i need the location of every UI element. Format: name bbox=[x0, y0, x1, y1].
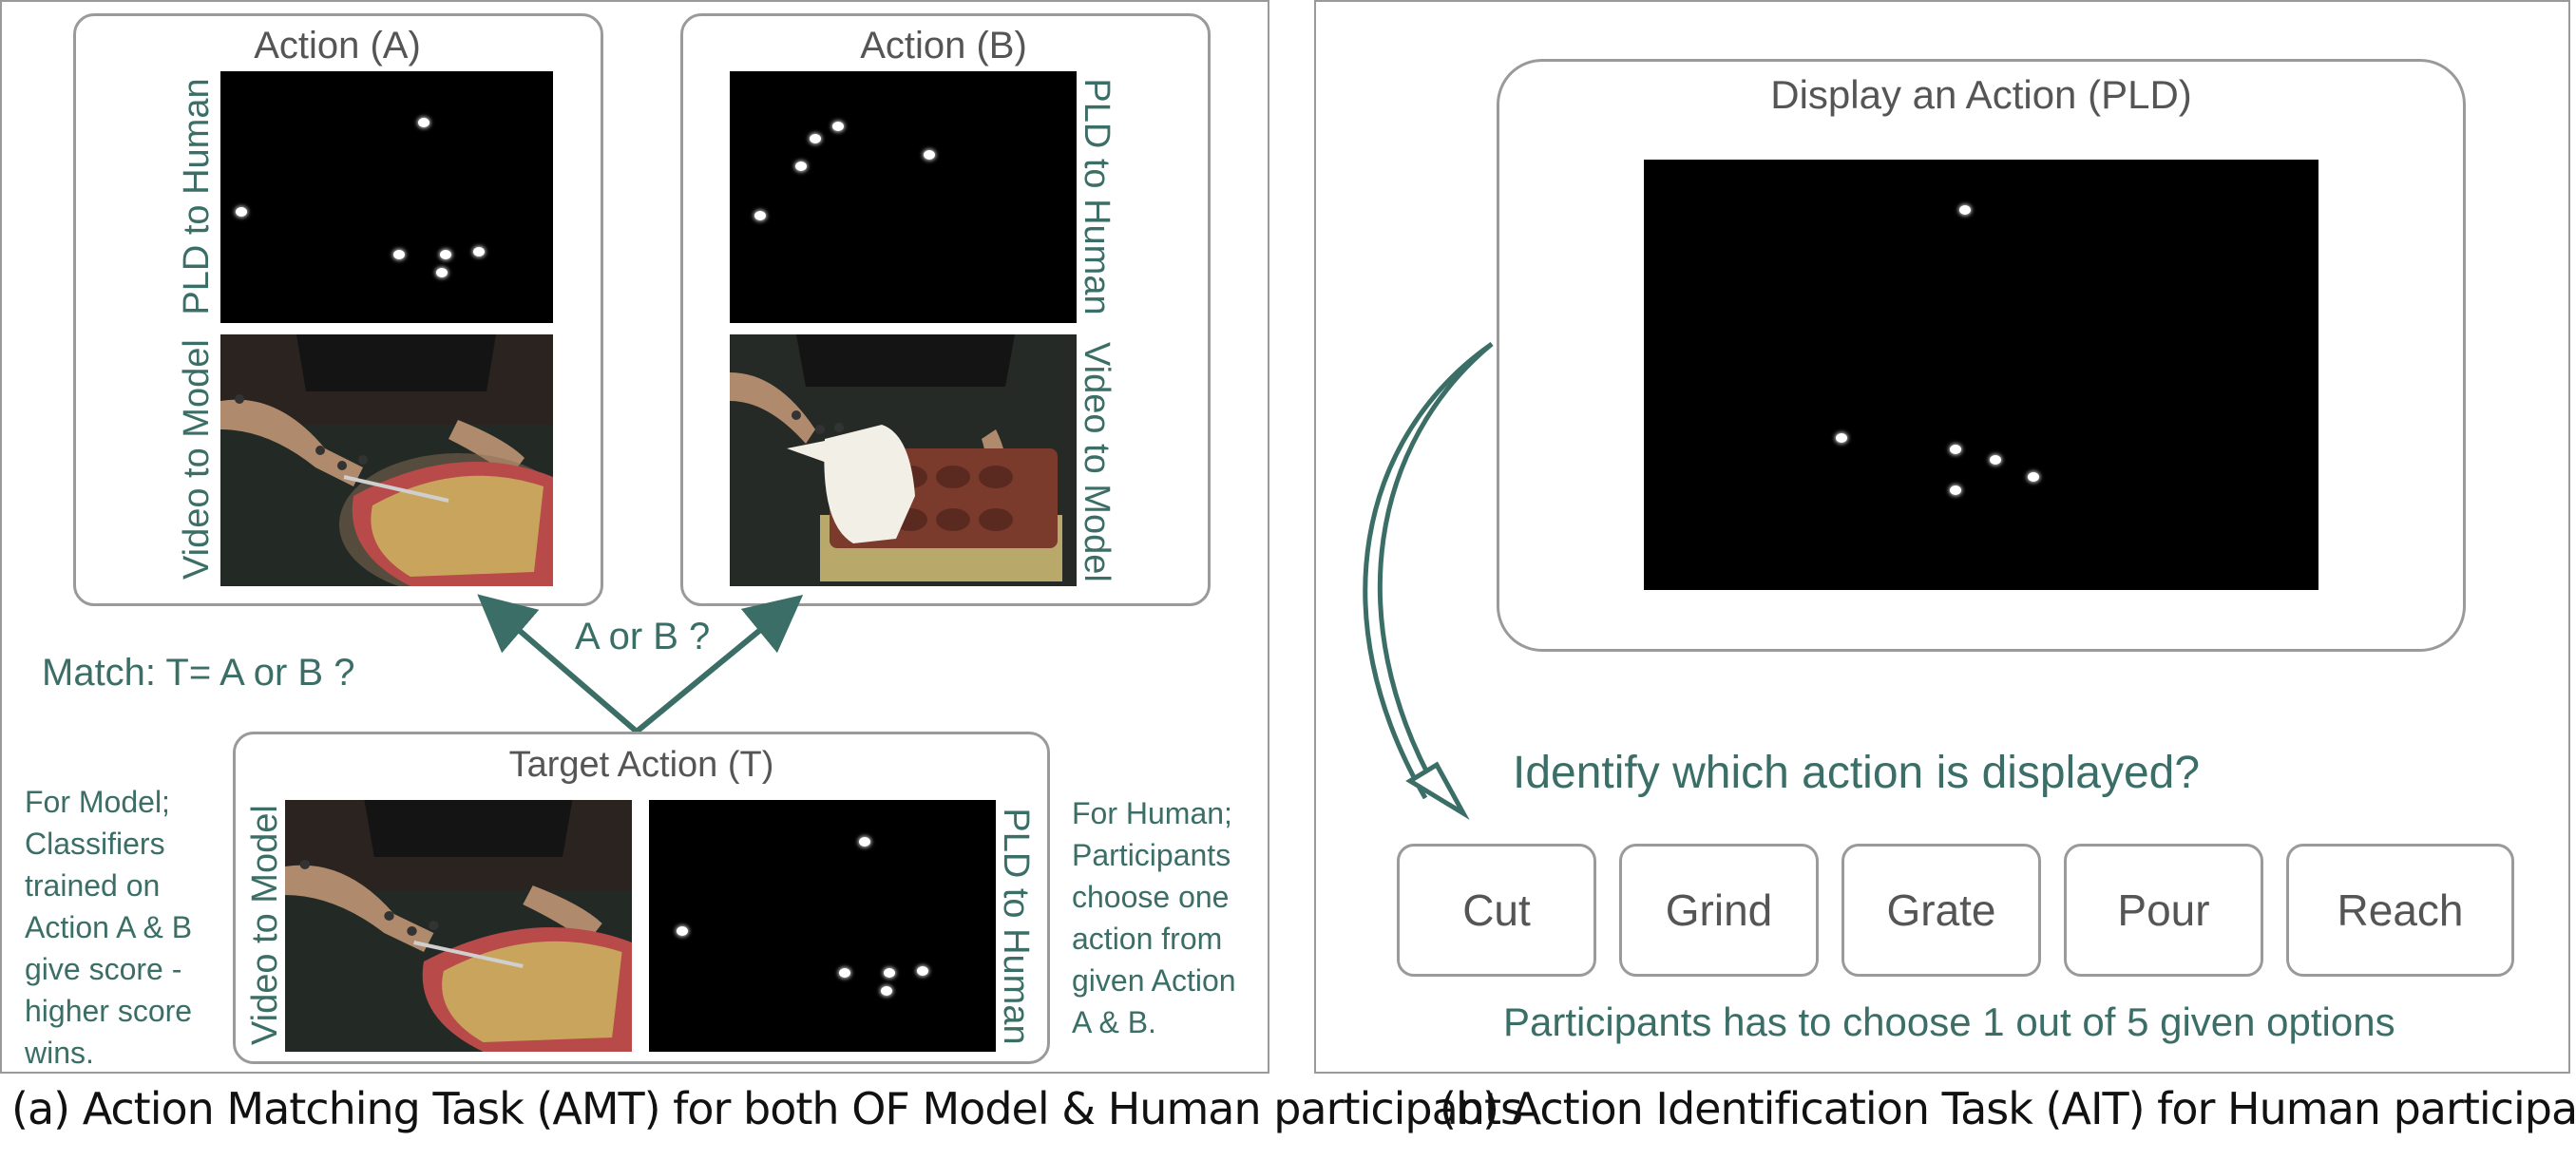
target-video bbox=[285, 800, 632, 1052]
pld-point bbox=[1950, 485, 1961, 495]
display-pld bbox=[1644, 160, 2318, 590]
human-note-line: given Action bbox=[1072, 963, 1236, 998]
v-arrows bbox=[477, 594, 804, 734]
human-note-line: For Human; bbox=[1072, 796, 1232, 830]
pld-point bbox=[881, 986, 892, 996]
model-note-line: Action A & B bbox=[25, 910, 193, 944]
option-pour[interactable]: Pour bbox=[2064, 844, 2263, 977]
action-a-pld bbox=[220, 71, 553, 323]
human-note-line: Participants bbox=[1072, 838, 1231, 872]
action-b-pld bbox=[730, 71, 1077, 323]
target-action-title: Target Action (T) bbox=[508, 745, 774, 785]
human-note-line: choose one bbox=[1072, 880, 1230, 914]
pld-point bbox=[236, 207, 247, 217]
pld-point bbox=[884, 968, 895, 978]
pld-point bbox=[832, 122, 844, 131]
model-note-line: give score - bbox=[25, 952, 182, 986]
pld-point bbox=[795, 162, 807, 171]
panel-a-caption: (a) Action Matching Task (AMT) for both … bbox=[11, 1083, 1523, 1134]
pld-point bbox=[1950, 445, 1961, 454]
pld-point bbox=[1836, 433, 1847, 443]
a-or-b-label: A or B ? bbox=[575, 616, 711, 657]
pld-point bbox=[917, 966, 928, 976]
action-a-video bbox=[220, 334, 553, 586]
pld-point bbox=[924, 150, 935, 160]
pld-point bbox=[440, 250, 451, 259]
model-note-line: higher score bbox=[25, 994, 193, 1028]
match-text: Match: T= A or B ? bbox=[42, 652, 355, 694]
option-cut[interactable]: Cut bbox=[1397, 844, 1596, 977]
instruction-text: Participants has to choose 1 out of 5 gi… bbox=[1503, 999, 2395, 1044]
pld-point bbox=[418, 118, 429, 127]
curved-arrow bbox=[1363, 341, 1494, 820]
human-note: For Human; Participants choose one actio… bbox=[1072, 792, 1262, 1043]
action-a-title: Action (A) bbox=[254, 25, 421, 67]
model-note-line: For Model; bbox=[25, 785, 170, 819]
panel-b-caption: (b) Action Identification Task (AIT) for… bbox=[1440, 1083, 2576, 1134]
model-note-line: wins. bbox=[25, 1036, 94, 1070]
pld-point bbox=[859, 837, 870, 847]
action-b-video bbox=[730, 334, 1077, 586]
option-grind[interactable]: Grind bbox=[1619, 844, 1819, 977]
human-note-line: A & B. bbox=[1072, 1005, 1156, 1039]
pld-point bbox=[1959, 205, 1971, 215]
option-grate[interactable]: Grate bbox=[1841, 844, 2041, 977]
pld-point bbox=[677, 926, 688, 936]
display-title: Display an Action (PLD) bbox=[1770, 72, 2192, 117]
target-video-label: Video to Model bbox=[245, 805, 285, 1045]
model-note: For Model; Classifiers trained on Action… bbox=[25, 781, 215, 1074]
pld-point bbox=[2028, 472, 2039, 482]
pld-point bbox=[810, 134, 821, 143]
target-pld bbox=[649, 800, 996, 1052]
option-reach[interactable]: Reach bbox=[2286, 844, 2514, 977]
action-b-title: Action (B) bbox=[860, 25, 1027, 67]
pld-point bbox=[839, 968, 850, 978]
pld-point bbox=[473, 247, 485, 257]
pld-point bbox=[1990, 455, 2001, 465]
model-note-line: Classifiers bbox=[25, 827, 165, 861]
model-note-line: trained on bbox=[25, 868, 161, 903]
pld-point bbox=[393, 250, 405, 259]
photo-pouring-pitcher bbox=[730, 334, 1077, 586]
photo-whisking-bowl bbox=[285, 800, 632, 1052]
pld-point bbox=[436, 268, 448, 277]
photo-whisking-bowl bbox=[220, 334, 553, 586]
question-text: Identify which action is displayed? bbox=[1513, 748, 2201, 798]
pld-point bbox=[754, 211, 766, 220]
human-note-line: action from bbox=[1072, 922, 1223, 956]
target-pld-label: PLD to Human bbox=[996, 808, 1036, 1045]
